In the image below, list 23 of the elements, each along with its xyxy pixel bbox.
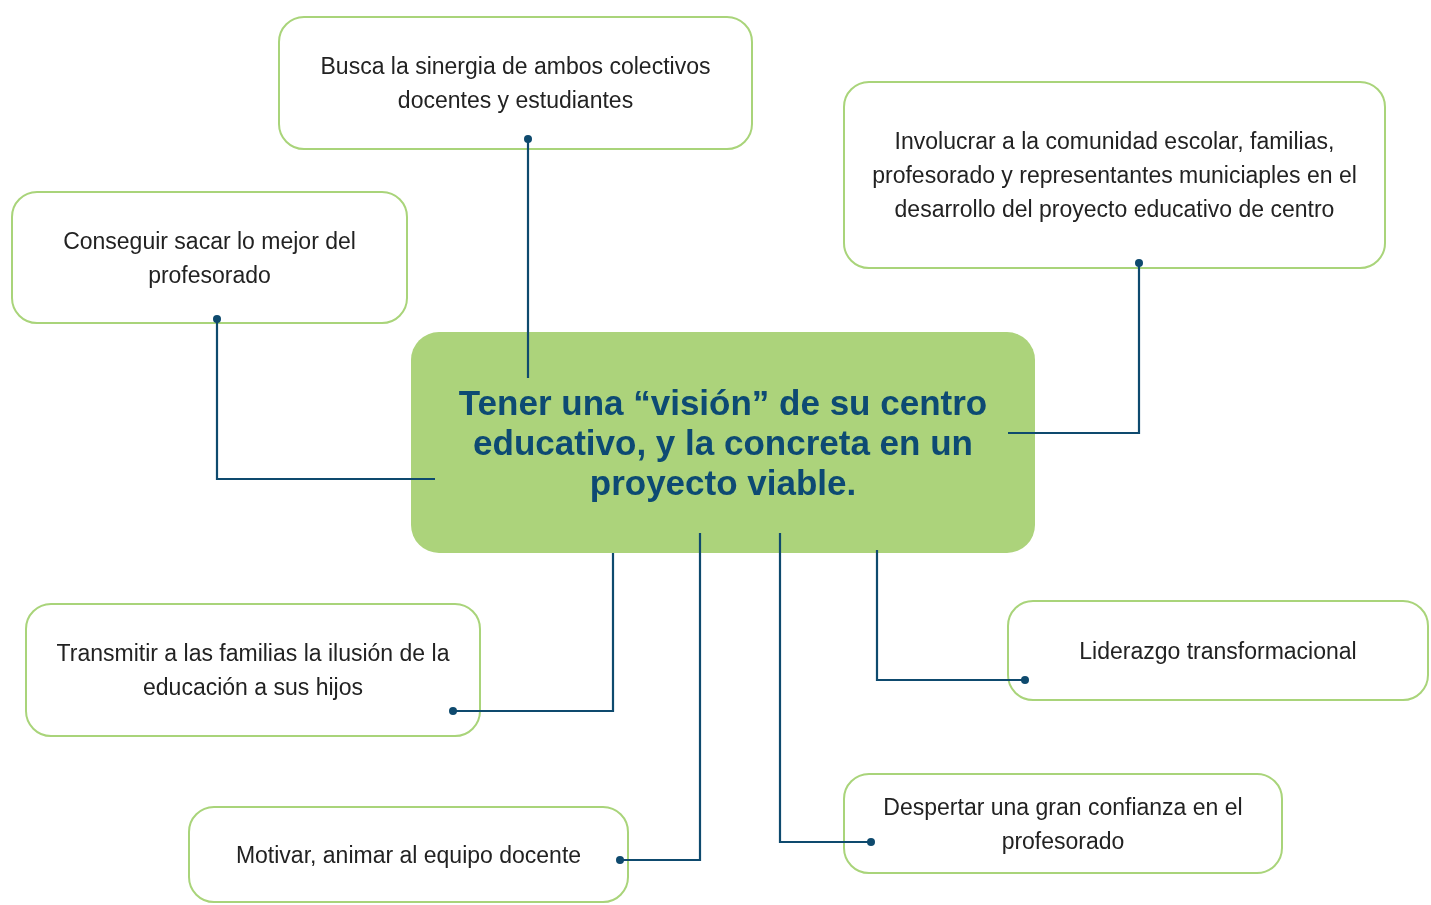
idea-box — [25, 603, 481, 737]
connector-line — [524, 135, 532, 378]
idea-text: Transmitir a las familias la ilusión de la educación a sus hijos — [55, 639, 451, 702]
idea-box — [11, 191, 408, 324]
connector-line — [213, 315, 435, 481]
idea-box — [843, 81, 1386, 269]
idea-text: Despertar una gran confianza en el profesorado — [882, 792, 1244, 856]
connector-line — [875, 550, 1029, 684]
idea-text: Busca la sinergia de ambos colectivos docentes y estudiantes — [319, 52, 712, 115]
idea-text: Conseguir sacar lo mejor del profesorado — [62, 226, 357, 290]
connector-line — [778, 533, 875, 846]
idea-box — [843, 773, 1283, 874]
central-box — [411, 332, 1035, 553]
connector-line — [1008, 259, 1143, 435]
connector-line — [449, 553, 615, 715]
idea-box — [1007, 600, 1429, 701]
idea-box — [188, 806, 629, 903]
idea-text: Motivar, animar al equipo docente — [235, 840, 582, 870]
connector-line — [616, 533, 702, 864]
idea-box — [278, 16, 753, 150]
central-text: Tener una “visión” de su centro educativo, y la concreta en un proyecto viable. — [457, 382, 989, 503]
idea-text: Liderazgo transformacional — [1079, 636, 1357, 666]
idea-text: Involucrar a la comunidad escolar, familias, profesorado y representantes municiaples en el desarrollo del proyecto educativo de centro — [871, 127, 1358, 224]
